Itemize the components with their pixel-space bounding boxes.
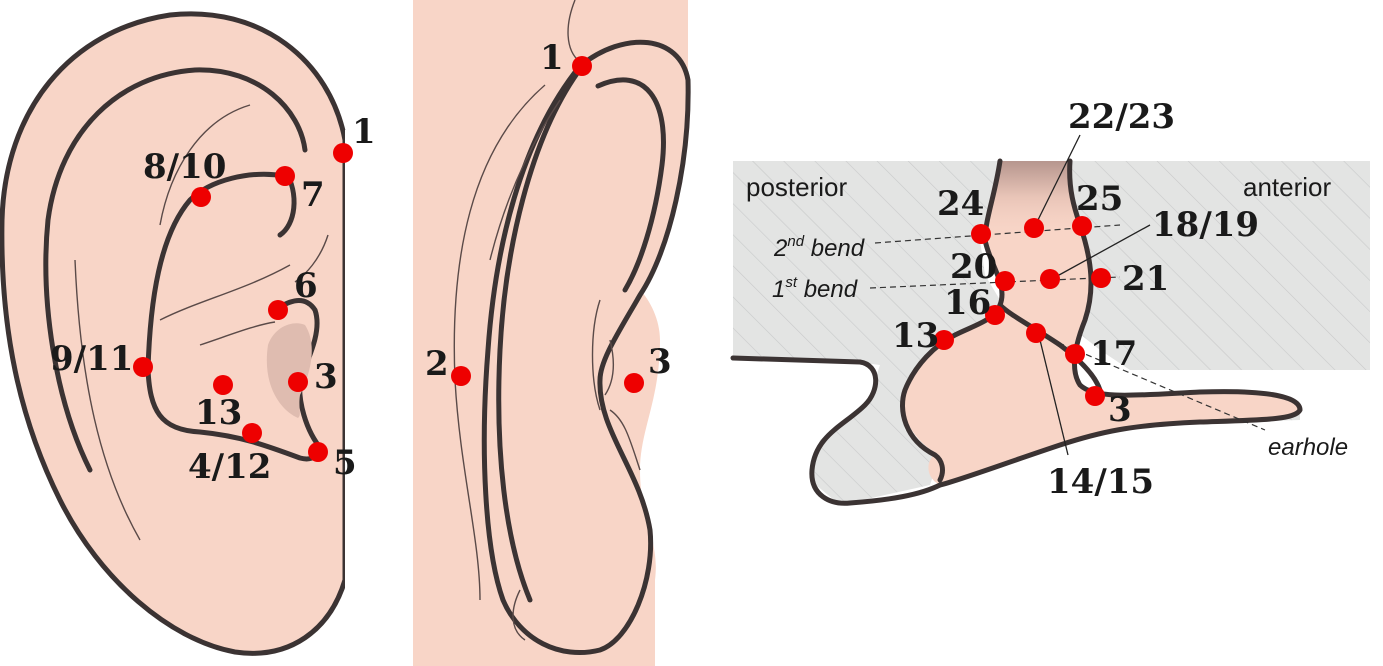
label-21: 21 xyxy=(1122,259,1169,299)
label-anterior: anterior xyxy=(1243,172,1331,202)
fold-line xyxy=(512,589,526,641)
landmark-point xyxy=(288,372,308,392)
fold-line xyxy=(199,321,276,346)
fold-line xyxy=(294,234,329,283)
label-18-19: 18/19 xyxy=(1152,205,1259,245)
outer-rim-rear xyxy=(496,69,581,603)
label-6: 6 xyxy=(294,266,318,306)
landmark-point xyxy=(624,373,644,393)
leader-18-19 xyxy=(1049,224,1151,281)
label-8-10: 8/10 xyxy=(143,147,226,187)
tragus-shadow xyxy=(266,323,312,418)
label-posterior: posterior xyxy=(746,172,847,202)
landmark-point xyxy=(213,375,233,395)
label-13: 13 xyxy=(195,393,242,433)
landmark-point xyxy=(985,305,1005,325)
canal-lumen xyxy=(903,161,1300,485)
fold-line xyxy=(591,299,601,411)
label-3: 3 xyxy=(648,342,672,382)
helix-rim xyxy=(43,67,308,473)
auricle-rear xyxy=(481,39,691,656)
landmark-point xyxy=(1091,268,1111,288)
landmark-point xyxy=(242,423,262,443)
label-second-bend: 2nd bend xyxy=(773,233,865,262)
label-7: 7 xyxy=(301,175,325,215)
landmark-point xyxy=(934,330,954,350)
landmark-point xyxy=(333,143,353,163)
canal-anterior-wall xyxy=(937,158,1303,488)
cut-edge xyxy=(345,130,351,590)
landmark-point xyxy=(308,442,328,462)
landmark-point xyxy=(1040,269,1060,289)
label-4-12: 4/12 xyxy=(188,447,271,487)
concha-rim xyxy=(272,298,325,453)
landmark-point xyxy=(268,300,288,320)
label-22-23: 22/23 xyxy=(1068,97,1175,137)
canal-depth-shadow xyxy=(985,161,1080,240)
landmark-point xyxy=(133,357,153,377)
label-first-bend: 1st bend xyxy=(772,274,858,303)
landmark-point xyxy=(451,366,471,386)
landmark-point xyxy=(971,224,991,244)
canal-inner-fold xyxy=(997,302,1103,393)
label-3: 3 xyxy=(314,357,338,397)
landmark-point xyxy=(1065,344,1085,364)
landmark-point xyxy=(572,56,592,76)
label-25: 25 xyxy=(1076,179,1123,219)
fold-line xyxy=(159,264,291,321)
label-24: 24 xyxy=(937,184,984,224)
fold-line xyxy=(609,409,641,471)
landmark-point xyxy=(275,166,295,186)
label-5: 5 xyxy=(333,443,357,483)
label-earhole: earhole xyxy=(1268,434,1348,461)
label-1: 1 xyxy=(352,112,376,152)
first-bend-line xyxy=(869,276,1121,289)
label-9-11: 9/11 xyxy=(50,339,133,379)
label-16: 16 xyxy=(944,283,991,323)
landmark-point xyxy=(1072,216,1092,236)
landmark-point xyxy=(1026,323,1046,343)
label-20: 20 xyxy=(950,247,997,287)
label-3: 3 xyxy=(1108,390,1132,430)
label-13: 13 xyxy=(892,316,939,356)
landmark-point xyxy=(1085,386,1105,406)
leader-14-15 xyxy=(1039,339,1069,456)
inner-helix-rear xyxy=(595,77,666,293)
landmark-point xyxy=(1024,218,1044,238)
label-17: 17 xyxy=(1090,334,1137,374)
panel-rear-ear: 1 2 3 xyxy=(413,0,691,666)
landmark-point xyxy=(191,187,211,207)
fold-line xyxy=(489,99,561,261)
leader-22-23 xyxy=(1033,134,1081,229)
panel-canal-section: posterior anterior 2nd bend 1st bend ear… xyxy=(730,97,1370,506)
label-1: 1 xyxy=(540,38,564,78)
fold-line xyxy=(74,259,141,541)
section-lower-outline xyxy=(730,355,943,506)
landmark-point xyxy=(995,271,1015,291)
panel-lateral-ear: 1 8/10 7 6 9/11 3 13 4/12 5 xyxy=(0,11,376,656)
fold-line xyxy=(453,84,546,601)
fold-line xyxy=(159,104,251,226)
fold-line xyxy=(604,339,614,396)
label-2: 2 xyxy=(425,344,449,384)
label-14-15: 14/15 xyxy=(1047,462,1154,502)
bone-tissue-section xyxy=(733,161,1370,505)
